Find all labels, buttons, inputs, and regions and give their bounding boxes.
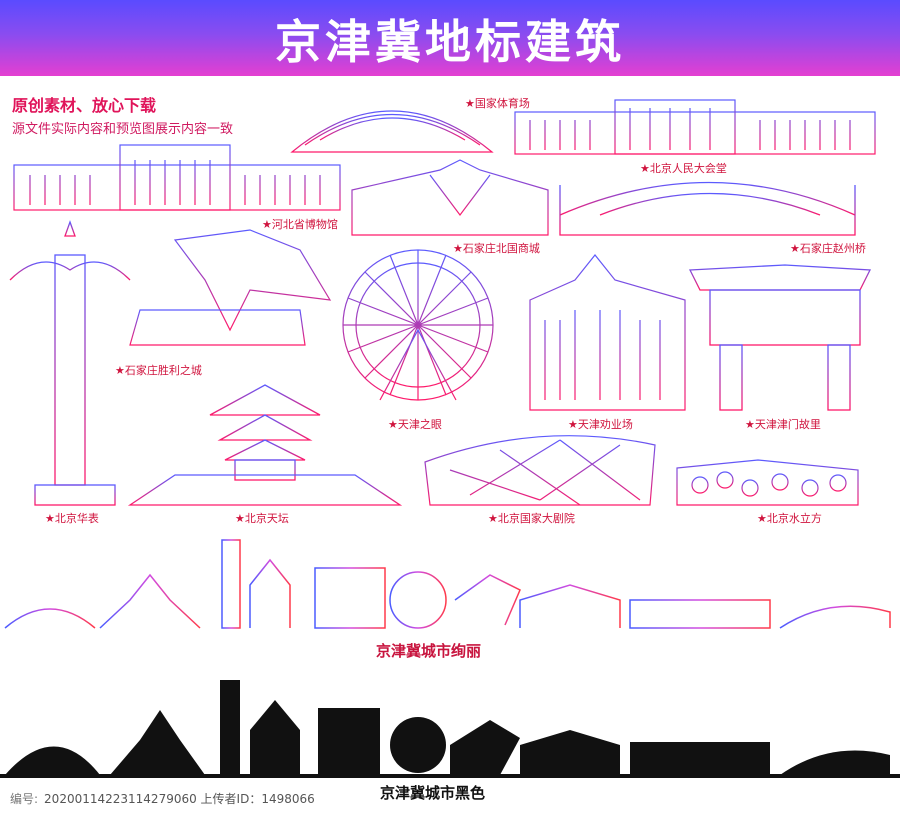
- great-hall-drawing: [510, 99, 880, 155]
- stadium-drawing: [290, 110, 494, 153]
- temple-of-heaven-drawing: [127, 384, 403, 506]
- label-quanyechang: ★天津劝业场: [568, 418, 633, 431]
- label-beiguo-mall: ★石家庄北国商城: [453, 242, 540, 255]
- hebei-museum-drawing: [13, 144, 341, 211]
- tianjin-eye-drawing: [320, 249, 520, 406]
- label-jinmen-gate: ★天津津门故里: [745, 418, 821, 431]
- caption-color-skyline: 京津冀城市绚丽: [376, 642, 482, 660]
- label-grand-theatre: ★北京国家大剧院: [488, 512, 575, 525]
- color-skyline: [0, 539, 900, 632]
- promo-line-1: 原创素材、放心下载: [12, 96, 157, 115]
- label-victory-city: ★石家庄胜利之城: [115, 364, 202, 377]
- grand-theatre-drawing: [424, 435, 656, 506]
- caption-black-skyline: 京津冀城市黑色: [380, 784, 486, 802]
- jinmen-gate-drawing: [688, 264, 872, 411]
- label-great-hall: ★北京人民大会堂: [640, 162, 727, 175]
- victory-city-drawing: [115, 229, 332, 356]
- page-title: 京津冀地标建筑: [275, 15, 625, 69]
- label-water-cube: ★北京水立方: [757, 512, 822, 525]
- label-temple-of-heaven: ★北京天坛: [235, 512, 289, 525]
- water-cube-drawing: [676, 459, 859, 506]
- label-national-stadium: ★国家体育场: [465, 97, 530, 110]
- footer-site-label: 编号:: [10, 792, 39, 806]
- footer-info: 编号: 20200114223114279060 上传者ID：1498066: [10, 790, 315, 807]
- quanyechang-drawing: [529, 254, 686, 411]
- promo-line-2: 源文件实际内容和预览图展示内容一致: [12, 122, 234, 137]
- huabiao-drawing: [9, 220, 131, 506]
- zhaozhou-bridge-drawing: [559, 181, 856, 236]
- label-hebei-museum: ★河北省博物馆: [262, 218, 338, 231]
- beiguo-mall-drawing: [350, 159, 550, 236]
- footer: [0, 781, 900, 821]
- label-tianjin-eye: ★天津之眼: [388, 418, 442, 431]
- label-zhaozhou-bridge: ★石家庄赵州桥: [790, 242, 866, 255]
- label-huabiao: ★北京华表: [45, 512, 99, 525]
- black-skyline: [0, 680, 900, 778]
- footer-upload-info: 20200114223114279060 上传者ID：1498066: [44, 792, 315, 806]
- title-banner: 京津冀地标建筑: [0, 0, 900, 76]
